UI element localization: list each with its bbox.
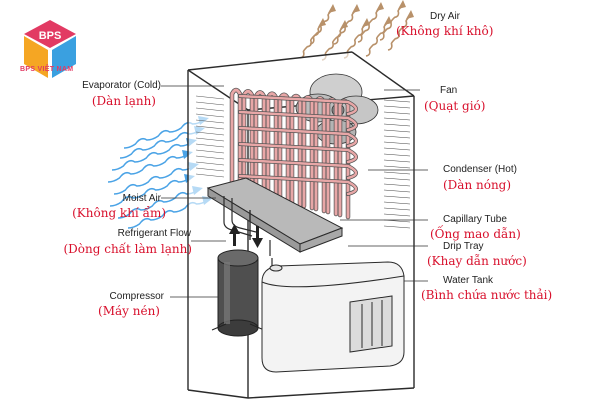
dry-air-label: Dry Air — [430, 11, 460, 22]
grille-slat — [383, 177, 411, 181]
grille-slat — [195, 125, 225, 130]
moist-air-arrow — [107, 153, 189, 183]
drip-tray-vi-label: (Khay dẫn nước) — [427, 254, 527, 268]
condenser-loop — [238, 142, 358, 164]
grille-slat — [195, 131, 225, 136]
grille-slat — [383, 201, 411, 205]
fan-label: Fan — [440, 85, 458, 96]
grille-slat — [383, 99, 411, 103]
condenser-loop — [238, 174, 358, 196]
water-tank-label: Water Tank — [443, 275, 494, 286]
cabinet-grille-left — [195, 95, 225, 178]
moist-air-arrow — [117, 189, 199, 219]
moist-air-arrow — [111, 141, 193, 171]
grille-slat — [195, 95, 225, 100]
moist-air-vi-label: (Không khí ẩm) — [72, 206, 166, 220]
grille-slat — [195, 167, 225, 172]
grille-slat — [383, 105, 411, 109]
compressor-vi-label: (Máy nén) — [98, 304, 160, 318]
grille-slat — [383, 165, 411, 169]
dry-air-arrow-head — [328, 4, 336, 13]
fan-vi-label: (Quạt gió) — [424, 99, 486, 113]
dry-air-arrow-head — [398, 0, 406, 9]
grille-slat — [383, 171, 411, 175]
grille-slat — [195, 119, 225, 124]
coil-tube — [230, 88, 242, 192]
moist-air-arrow — [109, 177, 191, 207]
grille-slat — [383, 117, 411, 121]
dry-air-arrow-head — [352, 4, 360, 13]
dry-air-arrows — [299, 0, 414, 61]
compressor — [211, 249, 265, 337]
leader-lines — [161, 85, 428, 298]
refrigerant-flow-arrows — [229, 224, 263, 248]
grille-slat — [383, 195, 411, 199]
grille-slat — [195, 155, 225, 160]
capillary-tube-label: Capillary Tube — [443, 214, 507, 225]
condenser-loop — [238, 94, 358, 116]
grille-slat — [383, 153, 411, 157]
dry-air-arrow-head — [406, 10, 414, 19]
svg-text:BPS: BPS — [39, 30, 62, 42]
grille-slat — [383, 135, 411, 139]
dry-air-arrow — [357, 7, 381, 43]
condenser-loop — [238, 126, 358, 148]
drip-tray — [206, 177, 344, 253]
moist-air-label: Moist Air — [122, 193, 161, 204]
grille-slat — [383, 141, 411, 145]
dry-air-arrow-head — [340, 20, 348, 29]
condenser-loop — [238, 158, 358, 180]
condenser-loop — [238, 110, 358, 132]
grille-slat — [383, 111, 411, 115]
evaporator-condenser-coils — [229, 87, 358, 220]
brand-name: BPS VIỆT NAM — [20, 66, 74, 73]
grille-slat — [195, 137, 225, 142]
grille-slat — [383, 213, 411, 217]
grille-slat — [195, 143, 225, 148]
dry-air-vi-label: (Không khí khô) — [396, 24, 494, 38]
grille-slat — [195, 173, 225, 178]
refrigerant-flow-label: Refrigerant Flow — [117, 228, 191, 239]
grille-slat — [383, 129, 411, 133]
dry-air-arrow — [379, 5, 403, 41]
dry-air-arrow — [387, 15, 411, 51]
compressor-label: Compressor — [109, 291, 164, 302]
evaporator-vi-label: (Dàn lạnh) — [91, 94, 156, 108]
grille-slat — [383, 207, 411, 211]
grille-slat — [383, 159, 411, 163]
grille-slat — [383, 225, 411, 229]
dry-air-arrow — [365, 21, 389, 57]
dry-air-arrow — [309, 9, 333, 45]
grille-slat — [383, 123, 411, 127]
refrigerant-flow-vi-label: (Dòng chất làm lạnh) — [63, 242, 192, 256]
condenser-label: Condenser (Hot) — [443, 164, 517, 175]
grille-slat — [383, 147, 411, 151]
condenser-vi-label: (Dàn nóng) — [443, 178, 512, 192]
water-tank — [261, 261, 405, 373]
capillary-tube-vi-label: (Ống mao dẫn) — [430, 227, 521, 241]
drip-tray-label: Drip Tray — [443, 241, 484, 252]
grille-slat — [195, 113, 225, 118]
grille-slat — [195, 107, 225, 112]
moist-air-arrow — [113, 165, 195, 195]
bps-logo-icon: BPS — [24, 20, 76, 78]
grille-slat — [195, 101, 225, 106]
grille-slat — [195, 149, 225, 154]
evaporator-label: Evaporator (Cold) — [82, 80, 161, 91]
dry-air-arrow-head — [376, 2, 384, 11]
grille-slat — [383, 183, 411, 187]
dry-air-arrow — [299, 23, 323, 59]
grille-slat — [383, 189, 411, 193]
cabinet-grille — [383, 99, 411, 229]
dry-air-arrow-head — [318, 18, 326, 27]
water-tank-vi-label: (Bình chứa nước thải) — [421, 288, 553, 302]
grille-slat — [195, 161, 225, 166]
dry-air-arrow — [333, 9, 357, 45]
